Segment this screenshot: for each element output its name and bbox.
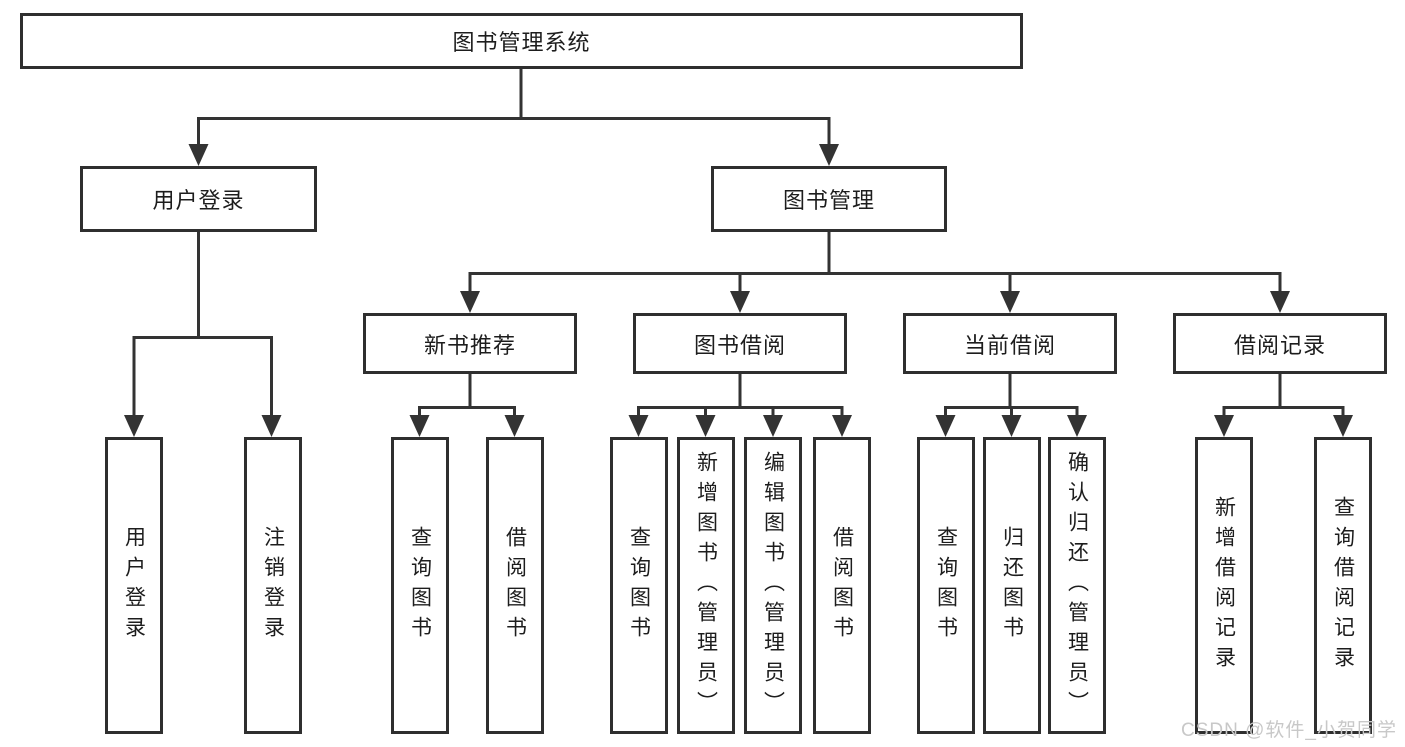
leaf-borrow-query: 查询图书: [610, 437, 668, 734]
leaf-borrow-add-label: 新增图书（管理员）: [694, 450, 718, 721]
leaf-records-add: 新增借阅记录: [1195, 437, 1253, 734]
arrow-down-icon: [935, 415, 956, 437]
node-book-borrow-label: 图书借阅: [693, 332, 786, 358]
leaf-borrow-query-label: 查询图书: [627, 525, 651, 646]
leaf-user-login-label: 用户登录: [122, 525, 146, 646]
arrow-down-icon: [504, 415, 525, 437]
leaf-borrow-borrow: 借阅图书: [813, 437, 871, 734]
node-borrow-records-label: 借阅记录: [1233, 332, 1326, 358]
node-user-login-label: 用户登录: [152, 188, 245, 213]
arrow-down-icon: [460, 291, 480, 313]
node-current-borrow-label: 当前借阅: [963, 332, 1056, 358]
arrow-down-icon: [832, 415, 852, 437]
node-new-books-label: 新书推荐: [423, 332, 516, 358]
arrow-down-icon: [261, 415, 282, 437]
arrow-down-icon: [1214, 415, 1234, 437]
arrow-down-icon: [1067, 415, 1087, 437]
leaf-borrow-borrow-label: 借阅图书: [830, 525, 854, 646]
node-book-mgmt: 图书管理: [711, 166, 947, 232]
leaf-records-query: 查询借阅记录: [1314, 437, 1372, 734]
leaf-current-query-label: 查询图书: [934, 525, 958, 646]
leaf-newbooks-query-label: 查询图书: [408, 525, 432, 646]
arrow-down-icon: [763, 415, 783, 437]
node-user-login: 用户登录: [80, 166, 317, 232]
node-book-borrow: 图书借阅: [633, 313, 847, 374]
arrow-down-icon: [124, 415, 144, 437]
leaf-logout-label: 注销登录: [261, 525, 285, 646]
arrow-down-icon: [409, 415, 430, 437]
leaf-newbooks-borrow-label: 借阅图书: [503, 525, 527, 646]
leaf-current-confirm: 确认归还（管理员）: [1048, 437, 1106, 734]
leaf-borrow-add: 新增图书（管理员）: [677, 437, 735, 734]
leaf-current-query: 查询图书: [917, 437, 975, 734]
arrow-down-icon: [730, 291, 750, 313]
leaf-borrow-edit-label: 编辑图书（管理员）: [761, 450, 785, 721]
leaf-newbooks-query: 查询图书: [391, 437, 449, 734]
leaf-user-login: 用户登录: [105, 437, 163, 734]
node-root: 图书管理系统: [20, 13, 1023, 69]
leaf-records-query-label: 查询借阅记录: [1331, 495, 1355, 676]
leaf-borrow-edit: 编辑图书（管理员）: [744, 437, 802, 734]
node-current-borrow: 当前借阅: [903, 313, 1117, 374]
leaf-current-return: 归还图书: [983, 437, 1041, 734]
arrow-down-icon: [628, 415, 649, 437]
leaf-current-confirm-label: 确认归还（管理员）: [1065, 450, 1089, 721]
leaf-logout: 注销登录: [244, 437, 302, 734]
arrow-down-icon: [1001, 415, 1022, 437]
csdn-watermark: CSDN @软件_小贺同学: [1181, 720, 1397, 741]
leaf-records-add-label: 新增借阅记录: [1212, 495, 1236, 676]
arrow-down-icon: [1000, 291, 1020, 313]
leaf-current-return-label: 归还图书: [1000, 525, 1024, 646]
arrow-down-icon: [819, 144, 839, 166]
node-borrow-records: 借阅记录: [1173, 313, 1387, 374]
node-new-books: 新书推荐: [363, 313, 577, 374]
connector-arrowheads: [124, 144, 1353, 437]
arrow-down-icon: [1270, 291, 1290, 313]
node-root-label: 图书管理系统: [452, 30, 591, 55]
arrow-down-icon: [1333, 415, 1353, 437]
node-book-mgmt-label: 图书管理: [782, 188, 875, 213]
arrow-down-icon: [188, 144, 209, 166]
arrow-down-icon: [695, 415, 716, 437]
leaf-newbooks-borrow: 借阅图书: [486, 437, 544, 734]
